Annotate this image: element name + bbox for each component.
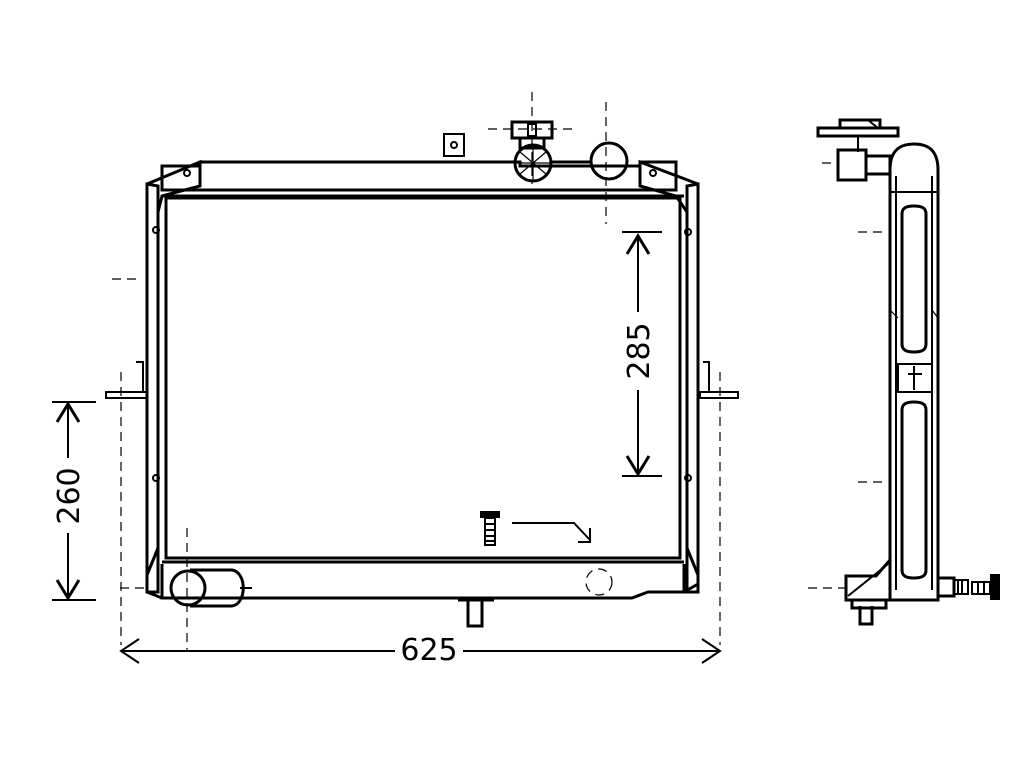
side-drain-plug-thread bbox=[954, 579, 969, 595]
right-bolt-lower bbox=[684, 474, 692, 482]
right-bolt-upper bbox=[684, 228, 692, 236]
drain-plug-thread bbox=[484, 517, 496, 546]
side-top-sensor bbox=[816, 118, 900, 138]
left-side-bracket bbox=[145, 182, 160, 594]
side-drain-plug-head bbox=[990, 574, 1000, 600]
radiator-core bbox=[164, 196, 682, 560]
right-side-bracket bbox=[685, 182, 700, 594]
dimension-width: 625 bbox=[119, 633, 722, 668]
radiator-side-view bbox=[808, 118, 1000, 626]
bottom-tank bbox=[160, 564, 686, 600]
dimension-width-label: 625 bbox=[400, 633, 457, 668]
top-left-corner-bracket bbox=[146, 159, 202, 213]
side-lower-window bbox=[900, 400, 928, 580]
bottom-right-bracket bbox=[683, 547, 700, 594]
top-right-bolt bbox=[649, 169, 657, 177]
left-bolt-lower bbox=[152, 474, 160, 482]
lower-hose-outlet bbox=[169, 569, 207, 607]
dimension-height-right: 285 bbox=[622, 231, 662, 477]
side-upper-window bbox=[900, 204, 928, 354]
radiator-front-view bbox=[105, 92, 739, 650]
side-drain-stub bbox=[858, 606, 874, 626]
temperature-sensor-detail bbox=[527, 123, 537, 137]
small-square-fitting-dot bbox=[450, 141, 458, 149]
left-bolt-upper bbox=[152, 226, 160, 234]
dimension-height-left-label: 260 bbox=[52, 467, 87, 524]
side-drain-plug bbox=[936, 576, 956, 598]
upper-fitting-wheel-spokes bbox=[516, 146, 550, 180]
drain-plug-head bbox=[480, 511, 500, 518]
small-square-fitting bbox=[443, 133, 465, 157]
side-bottom-outlet bbox=[844, 556, 892, 610]
bottom-left-bracket bbox=[145, 547, 163, 600]
side-drain-plug-body bbox=[971, 581, 991, 595]
dimension-height-right-label: 285 bbox=[622, 322, 657, 379]
right-mounting-tab bbox=[699, 361, 739, 399]
bottom-drain-stub bbox=[458, 598, 494, 628]
top-left-bolt bbox=[183, 169, 191, 177]
drain-plug-location bbox=[585, 568, 613, 596]
upper-hose-inlet bbox=[589, 141, 629, 181]
side-mid-clip bbox=[897, 363, 933, 393]
left-mounting-tab bbox=[105, 361, 148, 399]
side-filler-housing bbox=[836, 148, 892, 182]
dimension-height-left: 260 bbox=[52, 401, 96, 601]
drain-plug-pointer-arrow bbox=[512, 522, 591, 543]
side-tank-body bbox=[888, 142, 940, 602]
